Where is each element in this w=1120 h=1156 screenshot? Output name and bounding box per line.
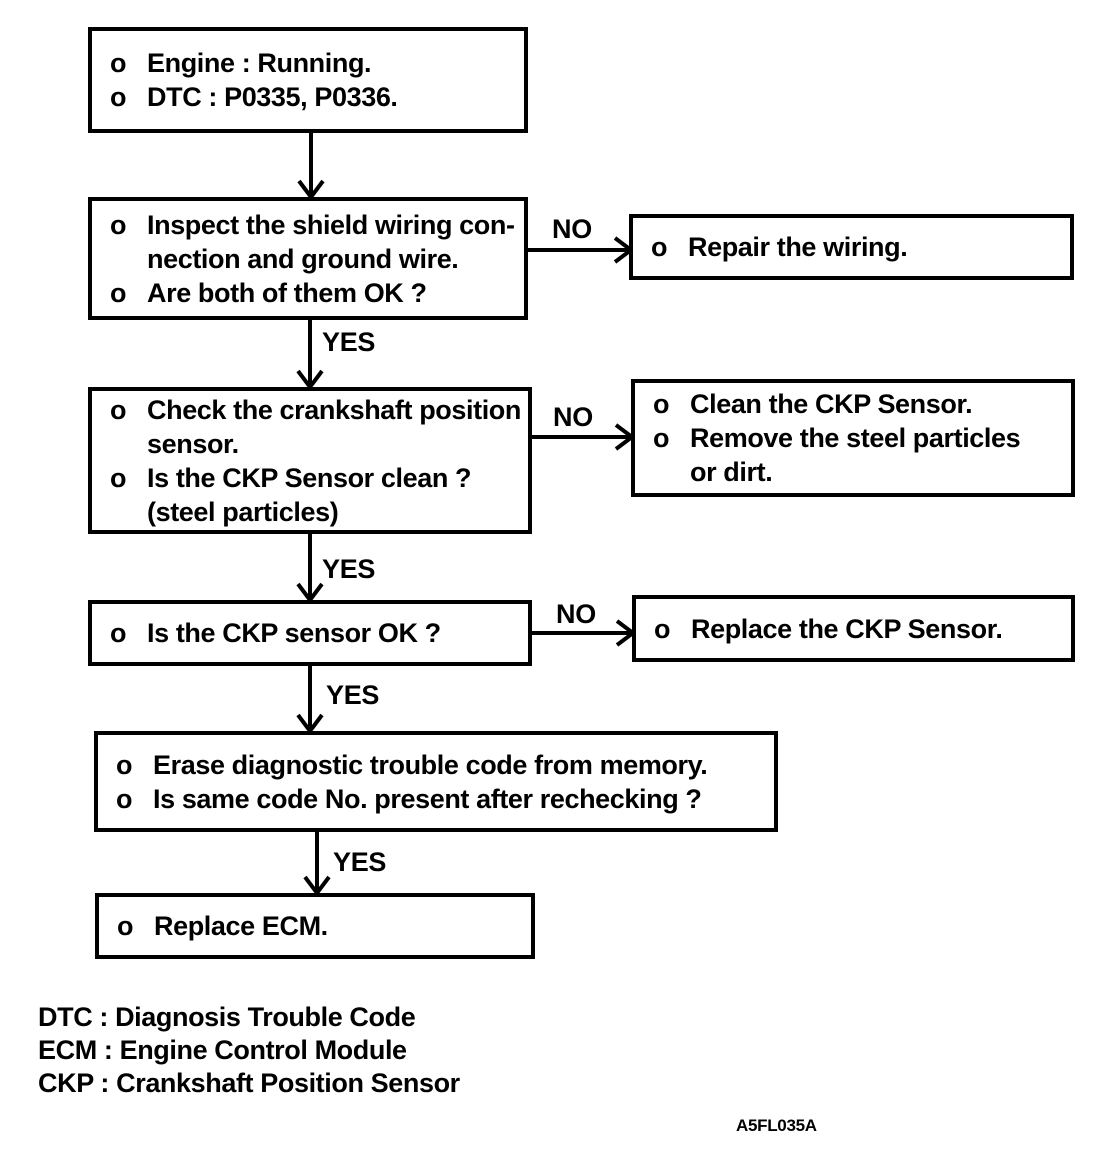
bullet: o [110, 618, 127, 648]
bullet: o [110, 277, 127, 308]
box-line: o Is the CKP Sensor clean ? [110, 461, 524, 495]
box-line: (steel particles) [110, 495, 524, 529]
legend-line-ecm: ECM : Engine Control Module [38, 1035, 407, 1065]
bullet: o [110, 394, 127, 425]
legend-line-ckp: CKP : Crankshaft Position Sensor [38, 1068, 460, 1098]
box-line: o Engine : Running. [110, 46, 520, 80]
bullet: o [110, 209, 127, 240]
box-line-text: (steel particles) [147, 496, 339, 527]
abbreviation-legend: DTC : Diagnosis Trouble Code ECM : Engin… [38, 1001, 460, 1100]
box-erase-dtc: o Erase diagnostic trouble code from mem… [94, 731, 778, 832]
box-line-text: nection and ground wire. [147, 243, 459, 274]
box-line: o Clean the CKP Sensor. [653, 387, 1067, 421]
box-line-text: Replace ECM. [154, 911, 328, 941]
box-line: o Are both of them OK ? [110, 276, 520, 310]
arrow-erase-yes [303, 832, 331, 897]
box-replace-ckp-sensor: o Replace the CKP Sensor. [632, 595, 1075, 662]
no-label-inspect: NO [552, 214, 592, 244]
box-line-text: Is same code No. present after recheckin… [153, 783, 702, 814]
box-line-text: Remove the steel particles [690, 423, 1021, 453]
box-replace-ecm: o Replace ECM. [95, 893, 535, 959]
box-line-text: sensor. [147, 428, 239, 459]
box-line: o Erase diagnostic trouble code from mem… [116, 748, 770, 782]
box-line-text: Engine : Running. [147, 48, 372, 78]
box-line-text: Replace the CKP Sensor. [691, 613, 1003, 644]
yes-label-inspect: YES [322, 327, 376, 357]
bullet: o [653, 389, 670, 419]
arrow-inspect-yes [296, 320, 324, 391]
box-line-text: DTC : P0335, P0336. [147, 82, 398, 112]
figure-code: A5FL035A [736, 1116, 817, 1135]
bullet: o [653, 423, 670, 453]
bullet: o [654, 613, 671, 644]
box-line: o Is the CKP sensor OK ? [110, 616, 524, 650]
bullet: o [110, 462, 127, 493]
legend-line-dtc: DTC : Diagnosis Trouble Code [38, 1002, 416, 1032]
box-line-text: Is the CKP Sensor clean ? [147, 462, 472, 493]
bullet: o [117, 911, 134, 941]
box-line: nection and ground wire. [110, 242, 520, 276]
box-line-text: Check the crankshaft position [147, 394, 521, 425]
yes-label-erase: YES [333, 847, 387, 877]
box-engine-dtc: o Engine : Running. o DTC : P0335, P0336… [88, 27, 528, 133]
bullet: o [110, 82, 127, 112]
box-line: o Replace the CKP Sensor. [654, 612, 1067, 646]
bullet: o [116, 749, 133, 780]
box-line: o Check the crankshaft position [110, 393, 524, 427]
box-line-text: Clean the CKP Sensor. [690, 389, 973, 419]
box-line: sensor. [110, 427, 524, 461]
box-inspect-shield-wiring: o Inspect the shield wiring con- nection… [88, 197, 528, 320]
bullet: o [116, 783, 133, 814]
box-line-text: Repair the wiring. [688, 232, 908, 262]
no-label-check: NO [553, 402, 593, 432]
box-line-text: Inspect the shield wiring con- [147, 209, 515, 240]
box-line: o Repair the wiring. [651, 230, 1066, 264]
box-line: or dirt. [653, 455, 1067, 489]
box-clean-ckp-sensor: o Clean the CKP Sensor. o Remove the ste… [631, 379, 1075, 497]
bullet: o [651, 232, 668, 262]
box-line: o DTC : P0335, P0336. [110, 80, 520, 114]
yes-label-ckp-ok: YES [326, 680, 380, 710]
box-line: o Remove the steel particles [653, 421, 1067, 455]
box-line: o Replace ECM. [117, 909, 527, 943]
box-line-text: or dirt. [690, 457, 773, 487]
box-repair-wiring: o Repair the wiring. [629, 214, 1074, 280]
box-line: o Is same code No. present after recheck… [116, 782, 770, 816]
box-ckp-sensor-ok: o Is the CKP sensor OK ? [88, 600, 532, 666]
arrow-ckp-ok-yes [296, 666, 324, 735]
box-check-ckp-sensor: o Check the crankshaft position sensor. … [88, 387, 532, 534]
box-line-text: Are both of them OK ? [147, 277, 427, 308]
box-line: o Inspect the shield wiring con- [110, 208, 520, 242]
arrow-check-yes [296, 534, 324, 604]
yes-label-check: YES [322, 554, 376, 584]
no-label-ckp-ok: NO [556, 599, 596, 629]
box-line-text: Erase diagnostic trouble code from memor… [153, 749, 708, 780]
bullet: o [110, 48, 127, 78]
arrow-start-to-inspect [297, 133, 325, 201]
box-line-text: Is the CKP sensor OK ? [147, 618, 441, 648]
